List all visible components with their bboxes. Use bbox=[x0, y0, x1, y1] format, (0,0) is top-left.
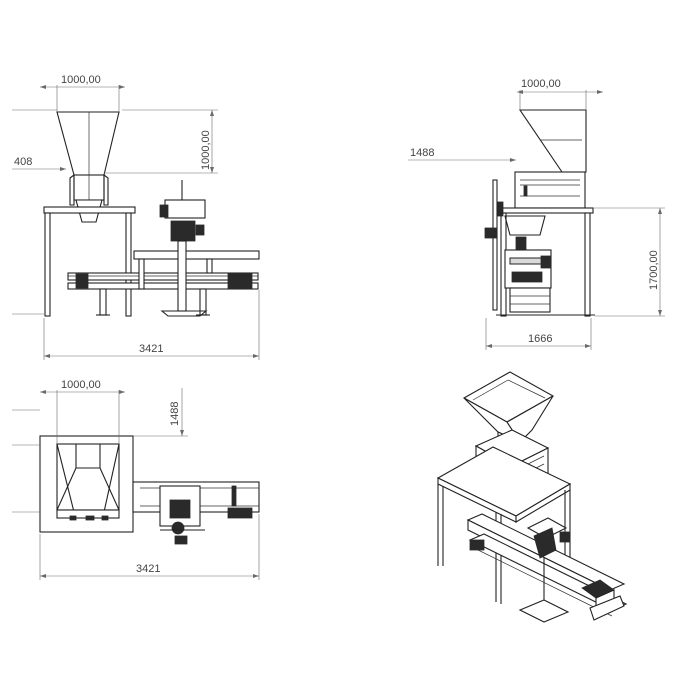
side-dim-width: 1666 bbox=[528, 333, 552, 345]
iso-table bbox=[436, 446, 572, 517]
front-bagging-unit bbox=[164, 199, 206, 219]
front-dim-width: 3421 bbox=[139, 343, 163, 355]
top-dim-width: 3421 bbox=[136, 563, 160, 575]
top-dimensions: 1000,00 1488 3421 bbox=[12, 379, 260, 580]
front-view bbox=[43, 111, 260, 317]
top-dim-top: 1000,00 bbox=[61, 379, 101, 391]
side-dimensions: 1000,00 1488 1700,00 1666 bbox=[408, 78, 665, 350]
front-dim-top: 1000,00 bbox=[61, 74, 101, 86]
isometric-view bbox=[436, 371, 628, 623]
side-view bbox=[484, 109, 595, 317]
side-dim-left: 1488 bbox=[410, 147, 434, 159]
side-hopper bbox=[518, 109, 587, 173]
side-dim-height: 1700,00 bbox=[648, 250, 660, 290]
front-dimensions: 1000,00 1000,00 408 3421 bbox=[12, 74, 260, 360]
front-dim-left: 408 bbox=[14, 156, 32, 168]
front-conveyor bbox=[133, 250, 260, 260]
front-frame-top bbox=[43, 206, 136, 214]
front-dim-hopper-height: 1000,00 bbox=[200, 130, 212, 170]
top-view bbox=[39, 435, 260, 545]
front-hopper bbox=[56, 111, 120, 176]
side-dim-top: 1000,00 bbox=[521, 78, 561, 90]
top-dim-right: 1488 bbox=[169, 402, 181, 426]
